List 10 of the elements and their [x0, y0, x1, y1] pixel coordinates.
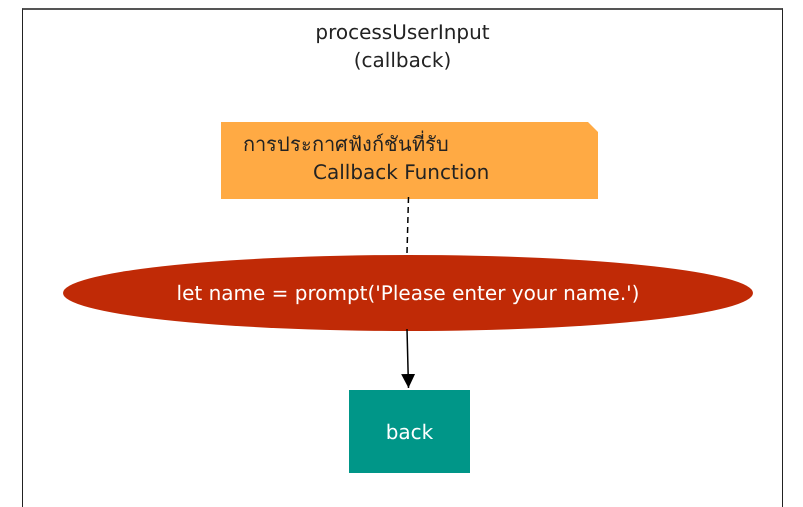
note-text: Callback Function — [313, 159, 490, 186]
ellipse-text: let name = prompt('Please enter your name.') — [176, 280, 640, 307]
note-box — [221, 122, 598, 199]
end-box: back — [349, 390, 470, 473]
frame-title: processUserInput (callback) — [314, 19, 491, 74]
arrow — [401, 328, 416, 388]
process-ellipse — [63, 255, 753, 331]
diagram-frame — [22, 8, 783, 507]
connector-line — [406, 196, 410, 254]
note-text: การประกาศฟังก์ชันที่รับ — [243, 130, 449, 158]
